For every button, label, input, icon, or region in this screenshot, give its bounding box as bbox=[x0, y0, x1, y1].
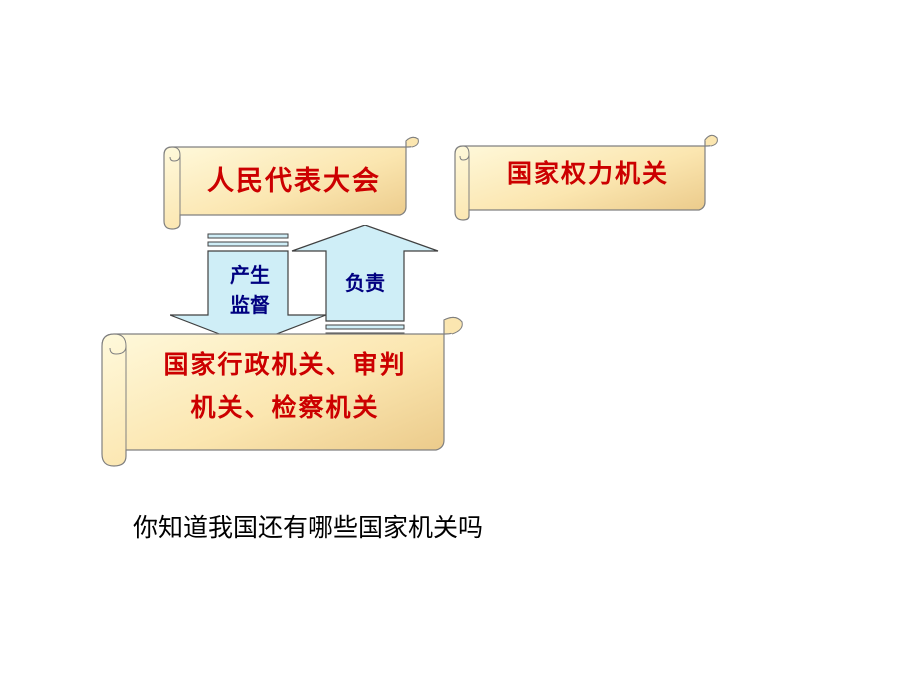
down-arrow-label-line1: 产生 bbox=[230, 263, 270, 287]
question-text: 你知道我国还有哪些国家机关吗 bbox=[133, 513, 484, 542]
scroll-shape bbox=[163, 136, 419, 230]
state-power-organ-label: 国家权力机关 bbox=[506, 159, 669, 188]
exec-judicial-procuratorial-label: 国家行政机关、审判 机关、检察机关 bbox=[120, 334, 450, 438]
scroll-shape bbox=[101, 316, 463, 467]
down-arrow-label: 产生 监督 bbox=[212, 260, 288, 320]
down-arrow bbox=[170, 233, 327, 346]
up-arrow-label: 负责 bbox=[345, 271, 385, 295]
state-power-organ-scroll: 国家权力机关 bbox=[451, 132, 719, 222]
down-arrow-label-line2: 监督 bbox=[230, 293, 270, 317]
exec-judicial-procuratorial-scroll: 国家行政机关、审判 机关、检察机关 bbox=[100, 312, 465, 467]
scroll-shape bbox=[454, 134, 718, 221]
people-congress-label: 人民代表大会 bbox=[207, 165, 381, 197]
exec-label-line2: 机关、检察机关 bbox=[190, 393, 380, 422]
exec-label-line1: 国家行政机关、审判 bbox=[163, 350, 407, 379]
people-congress-scroll: 人民代表大会 bbox=[160, 135, 420, 230]
